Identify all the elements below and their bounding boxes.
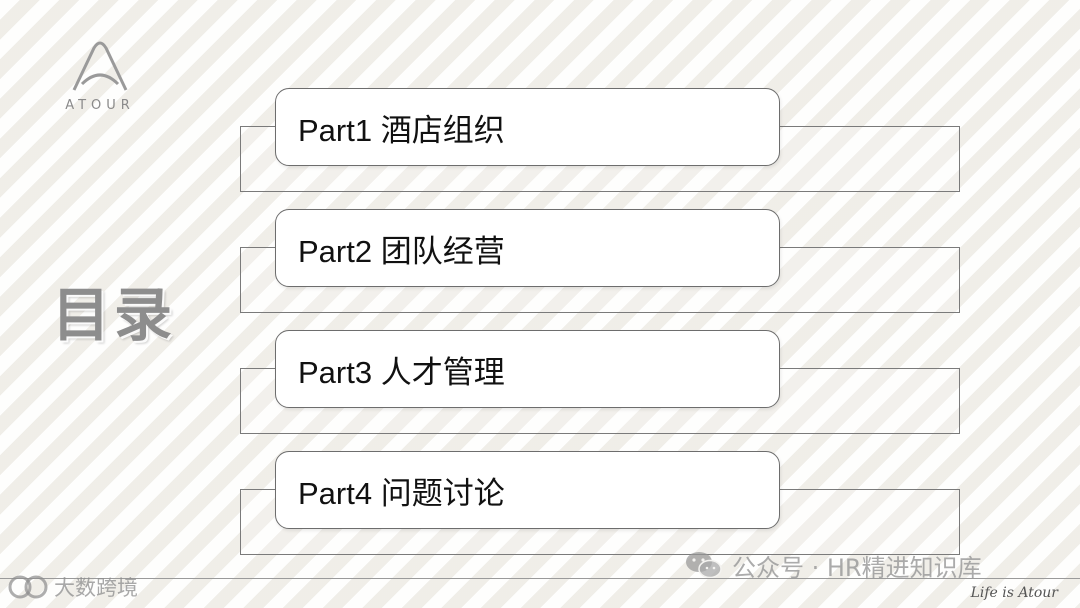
page-title: 目录 xyxy=(52,281,177,349)
item-box[interactable]: Part4 问题讨论 xyxy=(275,451,780,529)
logo-text: ATOUR xyxy=(65,98,135,113)
agenda-item-part1[interactable]: Part1 酒店组织 xyxy=(0,88,1080,198)
agenda-item-part3[interactable]: Part3 人才管理 xyxy=(0,330,1080,440)
item-label: Part2 团队经营 xyxy=(298,234,505,269)
watermark-text: 公众号 · HR精进知识库 xyxy=(732,553,982,582)
badge-text: 大数跨境 xyxy=(54,576,138,600)
wechat-watermark: 公众号 · HR精进知识库 xyxy=(684,548,982,582)
atour-logo: ATOUR xyxy=(50,40,150,120)
item-label: Part3 人才管理 xyxy=(298,355,505,390)
site-badge: 大数跨境 xyxy=(6,572,138,602)
atour-arch-logo-icon xyxy=(72,41,128,91)
brand-badge-icon xyxy=(8,575,48,599)
item-box[interactable]: Part1 酒店组织 xyxy=(275,88,780,166)
agenda-item-part4[interactable]: Part4 问题讨论 xyxy=(0,451,1080,561)
item-label: Part4 问题讨论 xyxy=(298,476,505,511)
footer-divider xyxy=(0,578,1080,579)
agenda-item-part2[interactable]: Part2 团队经营 xyxy=(0,209,1080,319)
wechat-icon xyxy=(686,552,722,579)
slogan: Life is Atour xyxy=(970,585,1058,601)
item-box[interactable]: Part3 人才管理 xyxy=(275,330,780,408)
item-box[interactable]: Part2 团队经营 xyxy=(275,209,780,287)
item-label: Part1 酒店组织 xyxy=(298,113,505,148)
